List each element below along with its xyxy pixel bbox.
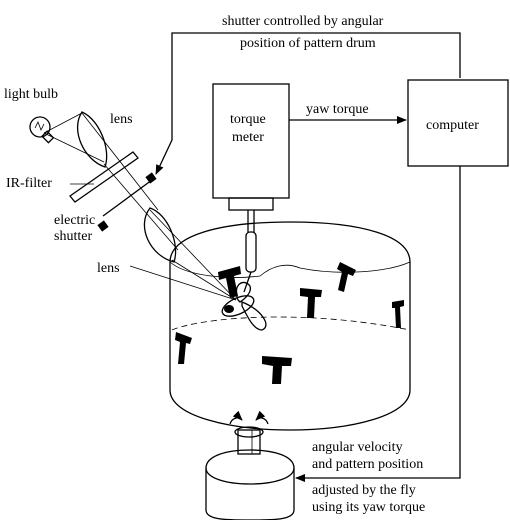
computer-label: computer [426, 118, 479, 133]
feedback-label-line1: angular velocity [312, 440, 403, 455]
light-cone [43, 112, 105, 163]
electric-shutter-label-line1: electric [54, 213, 95, 228]
lens-bottom-label: lens [97, 261, 120, 276]
shutter-note-line2: position of pattern drum [240, 36, 376, 51]
shutter-control-arrow [155, 32, 461, 175]
fly-tether [243, 231, 257, 293]
motor-control-arrow [295, 166, 461, 482]
pattern-drum [169, 221, 411, 431]
torque-meter-label-line1: torque [230, 112, 266, 127]
lens-bottom-icon [143, 207, 177, 263]
collimated-beam [81, 112, 179, 251]
feedback-label-line4: using its yaw torque [312, 500, 425, 515]
pattern-t-marks [175, 262, 404, 384]
electric-shutter-label-line2: shutter [54, 229, 92, 244]
computer-box [407, 79, 509, 167]
torque-meter [212, 83, 290, 232]
light-bulb-icon [29, 116, 55, 144]
drum-motor [205, 410, 295, 520]
electric-shutter [97, 172, 157, 232]
light-bulb-label: light bulb [4, 87, 58, 102]
lens-top-label: lens [110, 112, 133, 127]
converging-beam [129, 209, 237, 301]
yaw-torque-label: yaw torque [306, 102, 369, 117]
lens-top-icon [76, 111, 108, 168]
ir-filter-label: IR-filter [6, 176, 52, 191]
shutter-note-line1: shutter controlled by angular [222, 14, 384, 29]
feedback-label-line3: adjusted by the fly [312, 483, 416, 498]
fly-icon [221, 281, 267, 331]
ir-filter [69, 151, 139, 203]
torque-meter-label-line2: meter [232, 130, 264, 145]
feedback-label-line2: and pattern position [312, 457, 423, 472]
